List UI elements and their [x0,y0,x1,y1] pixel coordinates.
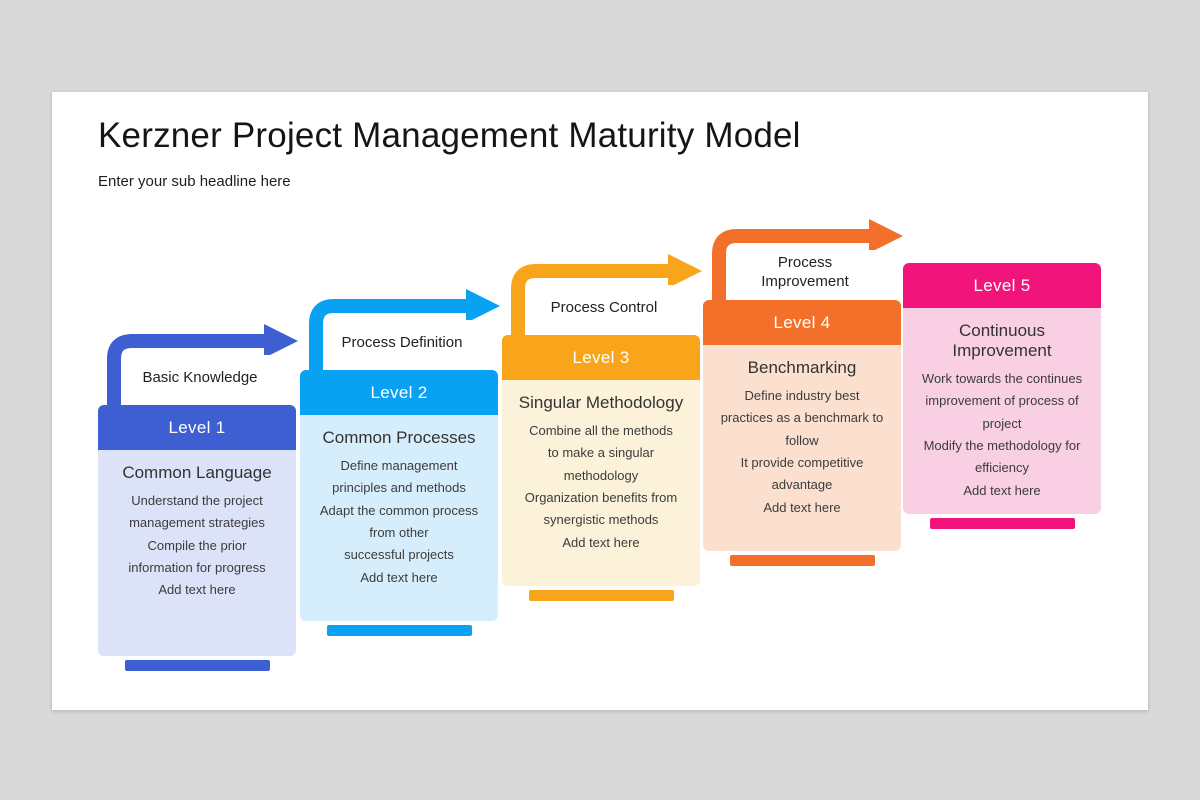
level-card: Common Language Understand the project m… [98,450,296,656]
arrowhead-icon [869,219,903,253]
arrow-label: Process Improvement [731,250,879,296]
level-3-column: Process Control Level 3 Singular Methodo… [502,253,702,605]
card-title: Common Language [122,463,272,482]
level-card: Singular Methodology Combine all the met… [502,380,700,586]
arrowhead-icon [264,324,298,358]
accent-bar [730,555,875,566]
level-2-arrow-icon [309,289,500,370]
arrow-label: Process Control [530,285,678,331]
arrow-shaft [712,229,871,300]
level-4-arrow-icon [712,219,903,300]
card-title: Singular Methodology [518,393,684,412]
arrow-shaft [107,334,266,405]
arrow-label: Process Definition [328,320,476,366]
level-4-column: Process Improvement Level 4 Benchmarking… [703,218,903,570]
level-header: Level 5 [903,263,1101,308]
level-header: Level 2 [300,370,498,415]
arrow-label: Basic Knowledge [126,355,274,401]
level-1-column: Basic Knowledge Level 1 Common Language … [98,323,298,675]
accent-bar [125,660,270,671]
arrow-shaft [309,299,468,370]
level-card: Benchmarking Define industry best practi… [703,345,901,551]
page-title: Kerzner Project Management Maturity Mode… [98,116,801,155]
card-body: Combine all the methods to make a singul… [524,423,678,550]
level-header: Level 3 [502,335,700,380]
level-header: Level 4 [703,300,901,345]
level-5-column: Level 5 Continuous Improvement Work towa… [903,181,1101,533]
level-2-column: Process Definition Level 2 Common Proces… [300,288,500,640]
accent-bar [529,590,674,601]
arrowhead-icon [466,289,500,323]
card-title: Benchmarking [747,358,857,377]
level-card: Continuous Improvement Work towards the … [903,308,1101,514]
card-body: Understand the project management strate… [128,493,266,598]
card-title: Continuous Improvement [952,321,1052,360]
level-3-arrow-icon [511,254,702,335]
card-body: Work towards the continues improvement o… [921,371,1083,498]
level-1-arrow-icon [107,324,298,405]
arrow-shaft [511,264,670,335]
card-body: Define industry best practices as a benc… [720,388,884,515]
accent-bar [327,625,472,636]
card-title: Common Processes [322,428,476,447]
accent-bar [930,518,1075,529]
card-body: Define management principles and methods… [319,458,479,585]
level-header: Level 1 [98,405,296,450]
arrowhead-icon [668,254,702,288]
level-card: Common Processes Define management princ… [300,415,498,621]
page-subtitle: Enter your sub headline here [98,173,291,190]
